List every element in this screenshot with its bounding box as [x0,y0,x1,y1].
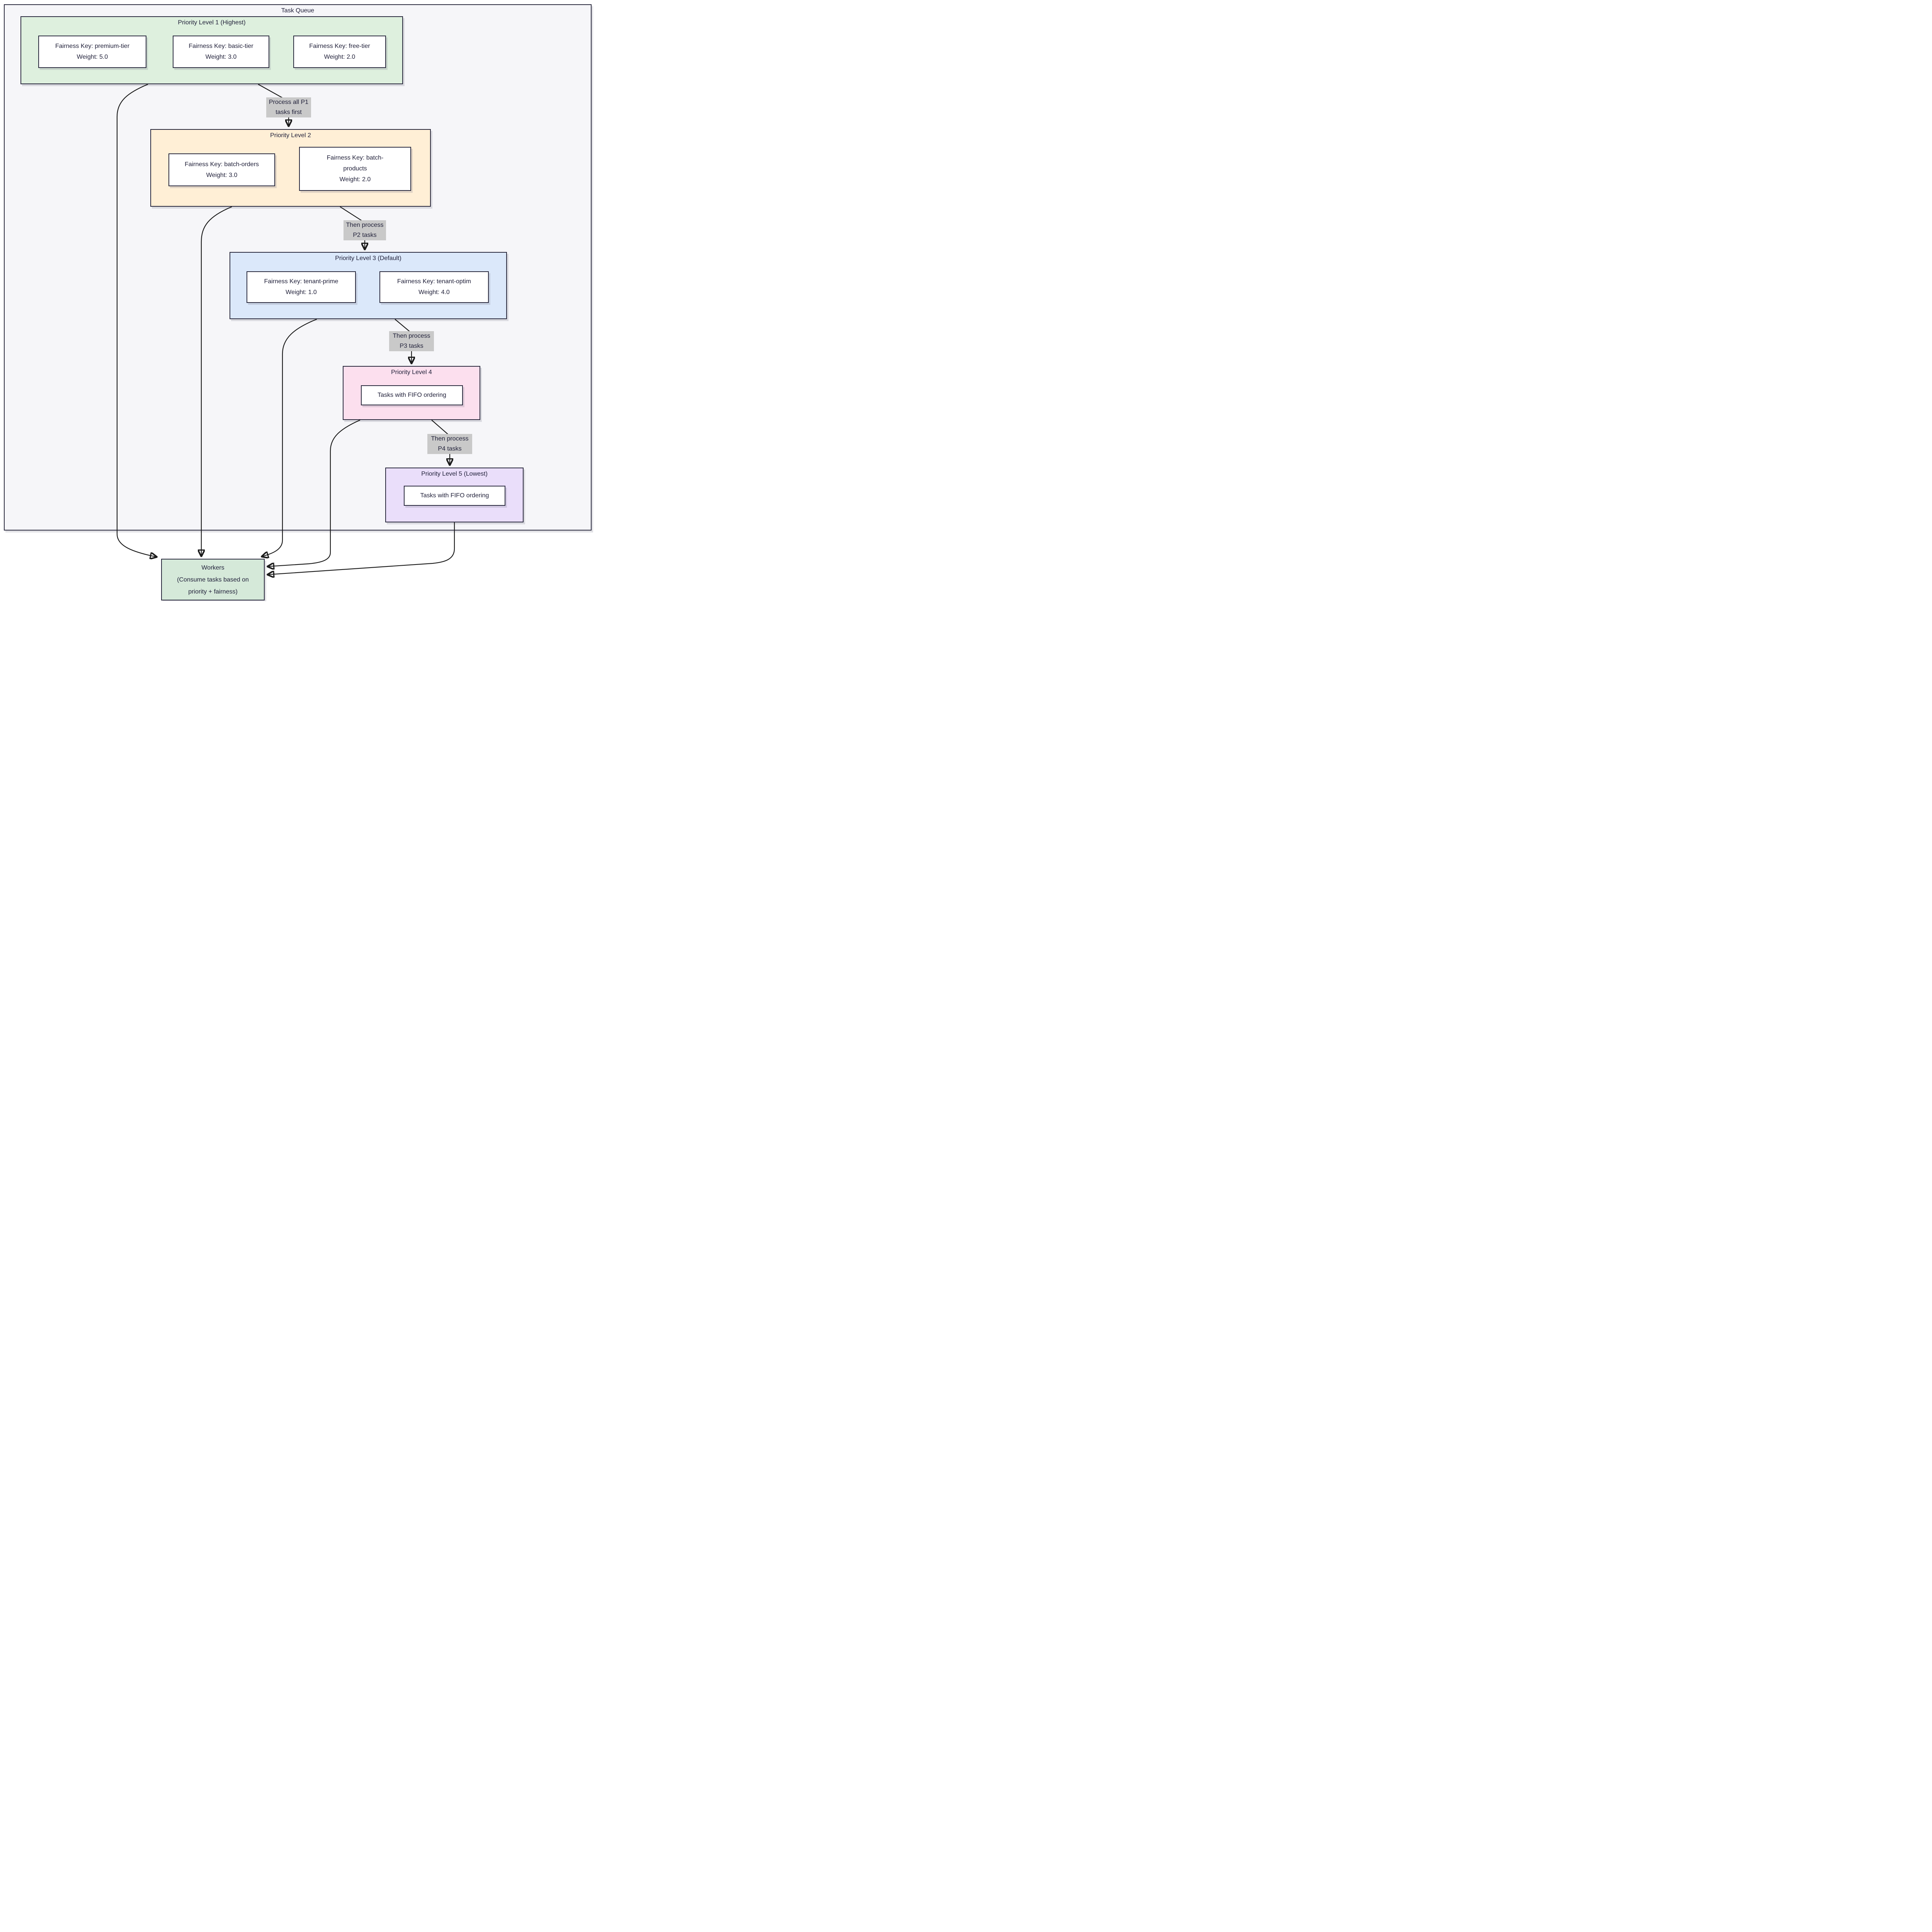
node-batch-orders: Fairness Key: batch-orders Weight: 3.0 [168,153,275,186]
node-text-line: Weight: 3.0 [205,54,237,60]
workers-text-line: priority + fairness) [188,588,238,595]
node-text-line: Fairness Key: free-tier [309,43,370,49]
node-fifo-p4: Tasks with FIFO ordering [361,385,463,405]
node-text-line: Weight: 4.0 [418,289,450,296]
workers-text-line: Workers [201,564,224,571]
node-text-line: Fairness Key: batch- [327,155,384,161]
node-text-line: Weight: 1.0 [286,289,317,296]
node-text-line: Fairness Key: tenant-prime [264,278,338,285]
workers-text-line: (Consume tasks based on [177,576,249,583]
cluster-priority-level-1: Priority Level 1 (Highest) Fairness Key:… [20,16,403,84]
node-text-line: Tasks with FIFO ordering [378,392,446,398]
cluster-priority-level-4: Priority Level 4 Tasks with FIFO orderin… [343,366,480,420]
cluster-p3-title: Priority Level 3 (Default) [335,255,401,262]
cluster-priority-level-5: Priority Level 5 (Lowest) Tasks with FIF… [385,468,524,522]
edge-label-process-p2: Then process P2 tasks [344,220,386,240]
edge-label-line: P3 tasks [400,343,423,349]
cluster-priority-level-3: Priority Level 3 (Default) Fairness Key:… [230,252,507,319]
node-fifo-p5: Tasks with FIFO ordering [404,486,505,506]
edge-label-line: Then process [393,333,430,339]
cluster-p2-title: Priority Level 2 [270,132,311,139]
node-text-line: products [343,165,367,172]
node-text-line: Weight: 3.0 [206,172,238,179]
flowchart-canvas: Task Queue Priority Level 1 (Highest) Fa… [0,0,596,601]
cluster-p5-title: Priority Level 5 (Lowest) [421,471,488,477]
node-text-line: Tasks with FIFO ordering [420,492,489,499]
edge-label-line: tasks first [276,109,302,116]
cluster-p1-title: Priority Level 1 (Highest) [178,19,246,26]
node-text-line: Weight: 5.0 [77,54,108,60]
cluster-p4-title: Priority Level 4 [391,369,432,376]
node-batch-products: Fairness Key: batch- products Weight: 2.… [299,147,411,191]
edge-label-line: P2 tasks [353,232,377,238]
node-basic-tier: Fairness Key: basic-tier Weight: 3.0 [173,36,269,68]
node-text-line: Fairness Key: premium-tier [55,43,130,49]
cluster-priority-level-2: Priority Level 2 Fairness Key: batch-ord… [150,129,431,207]
edge-label-process-p3: Then process P3 tasks [389,331,434,351]
node-text-line: Fairness Key: basic-tier [189,43,253,49]
node-text-line: Weight: 2.0 [324,54,355,60]
node-text-line: Weight: 2.0 [339,176,371,183]
edge-label-process-p1: Process all P1 tasks first [266,97,311,117]
node-tenant-prime: Fairness Key: tenant-prime Weight: 1.0 [247,271,356,303]
task-queue-title: Task Queue [281,7,315,14]
node-workers: Workers (Consume tasks based on priority… [161,559,265,600]
node-tenant-optim: Fairness Key: tenant-optim Weight: 4.0 [379,271,489,303]
edge-label-line: Then process [346,222,384,228]
node-text-line: Fairness Key: tenant-optim [397,278,471,285]
edge-label-process-p4: Then process P4 tasks [427,434,472,454]
edge-label-line: Process all P1 [269,99,309,105]
node-premium-tier: Fairness Key: premium-tier Weight: 5.0 [38,36,146,68]
edge-label-line: P4 tasks [438,446,462,452]
node-text-line: Fairness Key: batch-orders [184,161,259,168]
edge-label-line: Then process [431,435,469,442]
node-free-tier: Fairness Key: free-tier Weight: 2.0 [293,36,386,68]
